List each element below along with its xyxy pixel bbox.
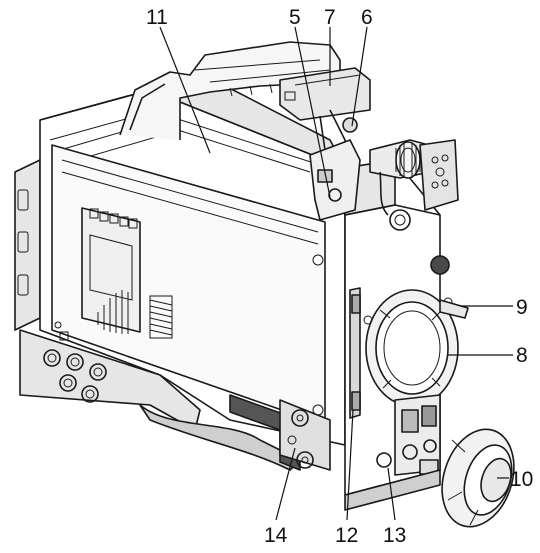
- viewfinder-mount: [369, 139, 459, 216]
- callout-11: 11: [146, 6, 168, 29]
- callout-10: 10: [510, 468, 533, 491]
- body-cap: [441, 428, 515, 528]
- callout-5: 5: [289, 6, 301, 29]
- carrying-handle: [119, 41, 371, 140]
- lens-mount: [363, 289, 459, 407]
- leader-lines: [159, 26, 513, 521]
- callout-12: 12: [335, 524, 358, 547]
- camera-illustration: [14, 41, 515, 528]
- callout-7: 7: [324, 6, 336, 29]
- callout-6: 6: [361, 6, 373, 29]
- callout-9: 9: [516, 296, 528, 319]
- callout-14: 14: [264, 524, 288, 547]
- callout-labels: 11 5 7 6 9 8 10 14 12 13: [146, 6, 533, 547]
- callout-8: 8: [516, 344, 528, 367]
- callout-13: 13: [383, 524, 406, 547]
